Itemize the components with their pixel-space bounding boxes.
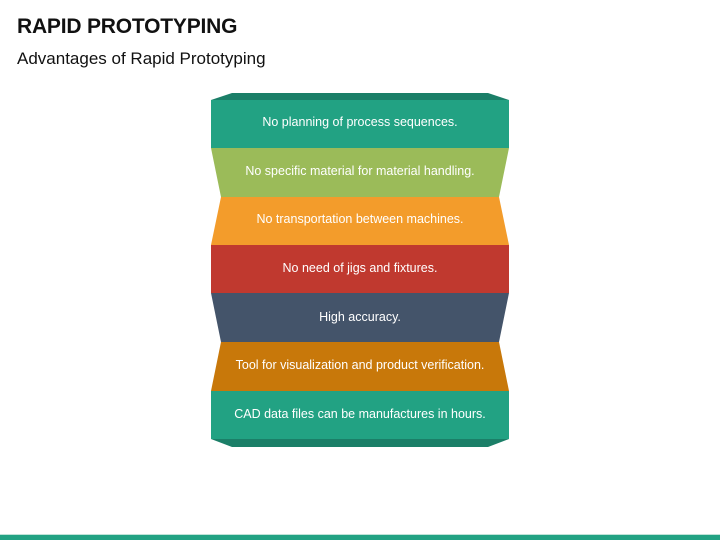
band-4-label: No need of jigs and fixtures. bbox=[282, 261, 438, 275]
band-2-label: No specific material for material handli… bbox=[245, 164, 475, 178]
band-3-label: No transportation between machines. bbox=[256, 212, 464, 226]
band-1-shape bbox=[211, 100, 509, 148]
band-1-label: No planning of process sequences. bbox=[262, 115, 458, 129]
band-7-label: CAD data files can be manufactures in ho… bbox=[234, 407, 486, 421]
band-3-shape bbox=[211, 197, 509, 245]
page-subtitle: Advantages of Rapid Prototyping bbox=[17, 49, 266, 68]
page-title: RAPID PROTOTYPING bbox=[17, 15, 238, 38]
footer-bar bbox=[0, 534, 720, 540]
band-5-shape bbox=[211, 293, 509, 342]
band-6-label: Tool for visualization and product verif… bbox=[235, 358, 485, 372]
band-4-shape bbox=[211, 245, 509, 293]
band-5-label: High accuracy. bbox=[319, 310, 401, 324]
top-cap bbox=[211, 93, 509, 100]
band-6-shape bbox=[211, 342, 509, 391]
band-2-shape bbox=[211, 148, 509, 197]
bottom-cap bbox=[211, 439, 509, 447]
band-7-shape bbox=[211, 391, 509, 439]
